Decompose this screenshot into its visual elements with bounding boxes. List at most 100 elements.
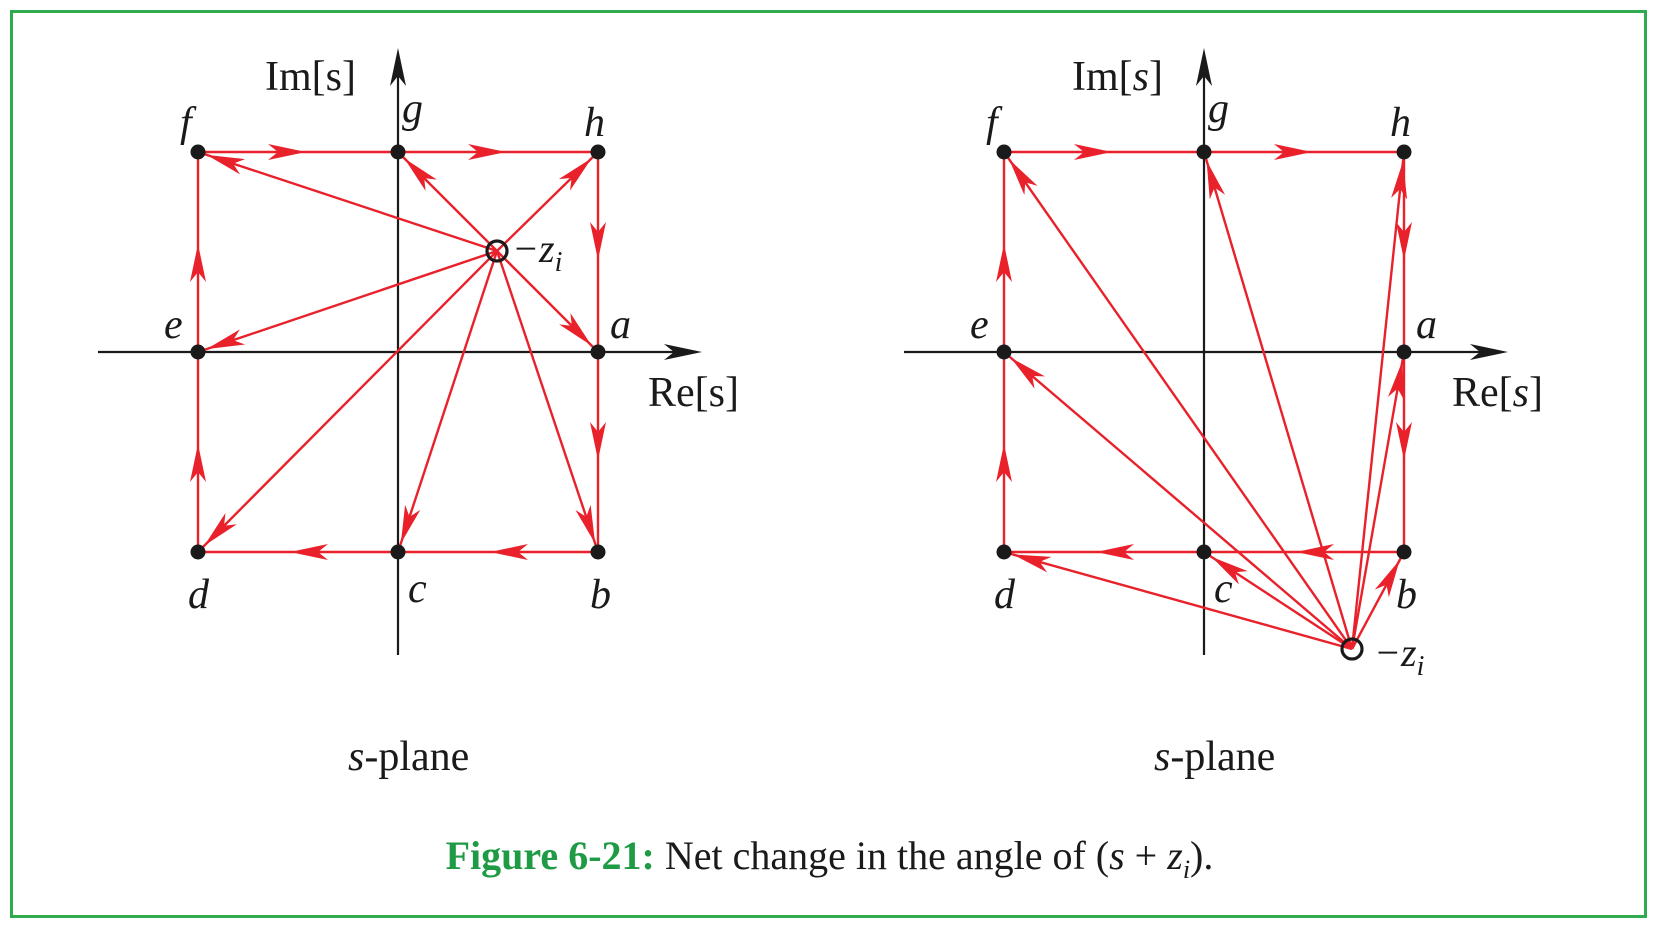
contour-arrow-fg	[268, 144, 306, 160]
vector-to-a-head	[559, 313, 592, 346]
point-label-e: e	[164, 302, 183, 348]
contour-arrow-ab	[590, 422, 606, 460]
point-label-d: d	[188, 572, 210, 618]
contour-arrow-fg	[1074, 144, 1112, 160]
zero-label-subscript: i	[1417, 651, 1425, 682]
vector-to-f	[1003, 151, 1353, 650]
vector-to-a	[1350, 351, 1406, 650]
vector-to-e	[1003, 351, 1353, 650]
zero-label-subscript: i	[555, 247, 563, 278]
contour-arrow-gh	[1274, 144, 1312, 160]
vector-to-b-head	[575, 504, 596, 544]
point-d	[190, 544, 206, 560]
vector-to-e-head	[1010, 357, 1045, 389]
point-label-f: f	[180, 100, 197, 146]
plane-label: s-plane	[1154, 734, 1275, 780]
point-label-b: b	[590, 572, 611, 618]
im-axis-label: Im[s]	[1072, 54, 1163, 100]
point-f	[190, 144, 206, 160]
vector-to-e	[197, 249, 498, 354]
figure-frame	[10, 10, 1647, 918]
figure-caption: Figure 6-21: Net change in the angle of …	[0, 832, 1659, 885]
vector-to-f-head	[1009, 159, 1038, 196]
point-e	[996, 344, 1012, 360]
zero-marker	[1340, 637, 1364, 661]
vector-to-d	[197, 250, 498, 553]
zero-label: −zi	[1374, 630, 1424, 682]
contour-arrow-de	[190, 444, 206, 482]
zero-label-main: −z	[512, 226, 555, 271]
plane-label-s: s	[348, 734, 364, 780]
point-h	[590, 144, 606, 160]
point-b	[590, 544, 606, 560]
imag-axis-arrow	[1196, 48, 1212, 86]
vector-to-g-head	[1206, 160, 1226, 200]
vector-to-f-head	[206, 154, 246, 175]
point-label-a: a	[1416, 302, 1437, 348]
point-label-a: a	[610, 302, 631, 348]
vector-to-d	[1003, 550, 1353, 651]
point-label-h: h	[1390, 100, 1411, 146]
zero-marker	[485, 239, 509, 263]
point-label-h: h	[584, 100, 605, 146]
vector-to-f	[197, 150, 498, 253]
contour-arrow-ha	[590, 222, 606, 260]
point-c	[390, 544, 406, 560]
point-c	[1196, 544, 1212, 560]
vector-to-c	[396, 250, 499, 553]
point-g	[1196, 144, 1212, 160]
caption-expression: (s + zi).	[1095, 833, 1214, 884]
vector-to-g	[1202, 151, 1354, 650]
point-label-g: g	[1208, 86, 1229, 132]
re-axis-label: Re[s]	[1452, 370, 1543, 416]
zero-label-main: −z	[1374, 630, 1417, 675]
contour-arrow-cd	[1096, 544, 1134, 560]
point-g	[390, 144, 406, 160]
point-label-c: c	[408, 566, 427, 612]
plane-label-rest: -plane	[364, 734, 469, 780]
im-axis-label: Im[s]	[265, 54, 356, 100]
vector-to-g-head	[404, 158, 437, 191]
contour-arrow-de	[996, 444, 1012, 482]
vector-to-a-head	[1388, 360, 1404, 400]
point-label-b: b	[1396, 572, 1417, 618]
vector-to-h	[1350, 151, 1406, 650]
vector-to-c-head	[1211, 556, 1248, 585]
right-s-plane-panel: Im[s] Re[s] s-plane −zi a b c d e f g h	[904, 48, 1543, 780]
real-axis-arrow	[664, 344, 702, 360]
vector-to-b	[495, 250, 600, 553]
point-e	[190, 344, 206, 360]
real-axis-arrow	[1470, 344, 1508, 360]
point-a	[1396, 344, 1412, 360]
point-h	[1396, 144, 1412, 160]
point-label-e: e	[970, 302, 989, 348]
re-axis-label: Re[s]	[648, 370, 739, 416]
contour-arrow-gh	[468, 144, 506, 160]
contour-arrow-bc	[490, 544, 528, 560]
plane-label: s-plane	[348, 734, 469, 780]
vector-to-b-head	[1374, 559, 1400, 598]
vector-to-e-head	[206, 329, 246, 350]
vector-to-c-head	[400, 504, 421, 544]
point-b	[1396, 544, 1412, 560]
contour-arrow-ab	[1396, 422, 1412, 460]
contour-arrow-ef	[996, 244, 1012, 282]
point-a	[590, 344, 606, 360]
point-label-f: f	[986, 100, 1003, 146]
vector-to-d-head	[1012, 554, 1052, 573]
point-d	[996, 544, 1012, 560]
point-label-d: d	[994, 572, 1016, 618]
point-label-c: c	[1214, 566, 1233, 612]
contour-arrow-ha	[1396, 222, 1412, 260]
figure-label: Figure 6-21:	[445, 833, 655, 878]
caption-text: Net change in the angle of	[664, 833, 1086, 878]
zero-label: −zi	[512, 226, 562, 278]
vector-to-h-head	[1391, 160, 1408, 200]
imag-axis-arrow	[390, 48, 406, 86]
contour-arrow-cd	[290, 544, 328, 560]
vector-to-h-head	[558, 158, 592, 191]
contour-arrow-ef	[190, 244, 206, 282]
vector-to-d-head	[204, 513, 237, 546]
